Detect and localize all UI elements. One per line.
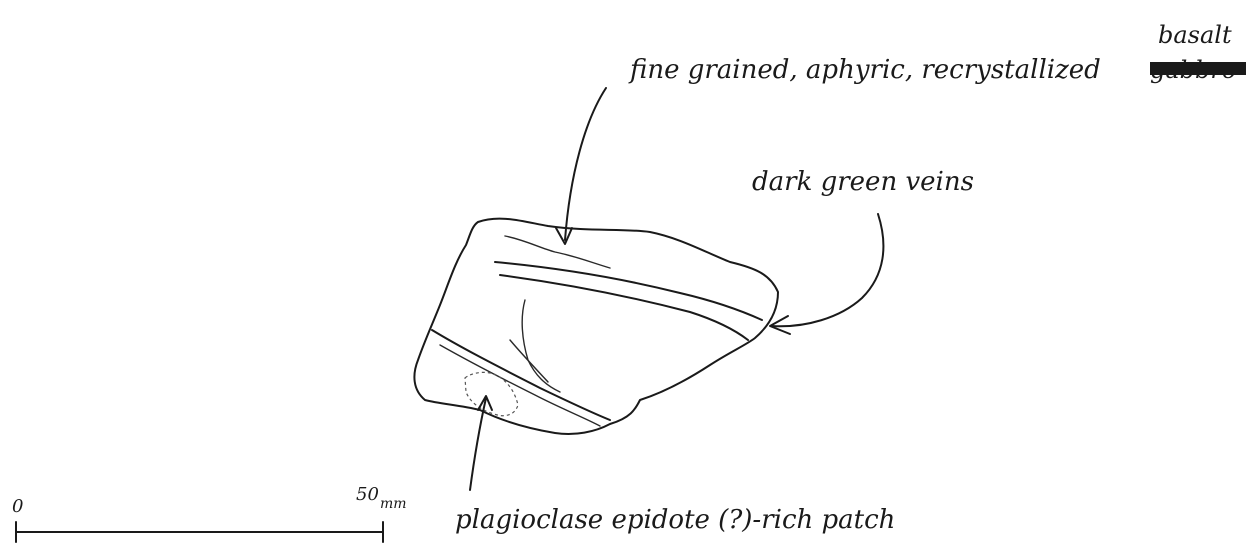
veins-annotation: dark green veins <box>752 167 974 334</box>
strikeout-bar <box>1150 62 1246 75</box>
veins-arrowhead <box>770 316 790 334</box>
rock-outline-icon <box>414 219 778 434</box>
texture-label: fine grained, aphyric, recrystallized <box>628 55 1101 85</box>
hand-drawn-arrow-icon <box>565 88 606 240</box>
vein-line-upper <box>495 262 762 320</box>
veins-label: dark green veins <box>752 167 974 197</box>
veins-arrow <box>772 214 883 326</box>
lower-vein-2 <box>440 345 600 426</box>
rock-specimen <box>414 219 778 434</box>
arrowhead <box>556 228 572 244</box>
scale-unit-label: mm <box>380 496 407 512</box>
texture-annotation: fine grained, aphyric, recrystallized ba… <box>556 21 1246 244</box>
vein-line-lower <box>500 275 748 340</box>
scale-start-label: 0 <box>12 496 23 517</box>
rock-type-label: basalt <box>1158 21 1232 49</box>
patch-label: plagioclase epidote (?)-rich patch <box>455 505 895 535</box>
scale-end-label: 50 <box>356 484 379 505</box>
upper-surface-line <box>505 236 610 268</box>
scale-bar: 0 50 mm <box>12 484 407 542</box>
patch-annotation: plagioclase epidote (?)-rich patch <box>455 396 895 535</box>
inner-ridge <box>522 300 560 392</box>
patch-arrow <box>470 398 486 490</box>
